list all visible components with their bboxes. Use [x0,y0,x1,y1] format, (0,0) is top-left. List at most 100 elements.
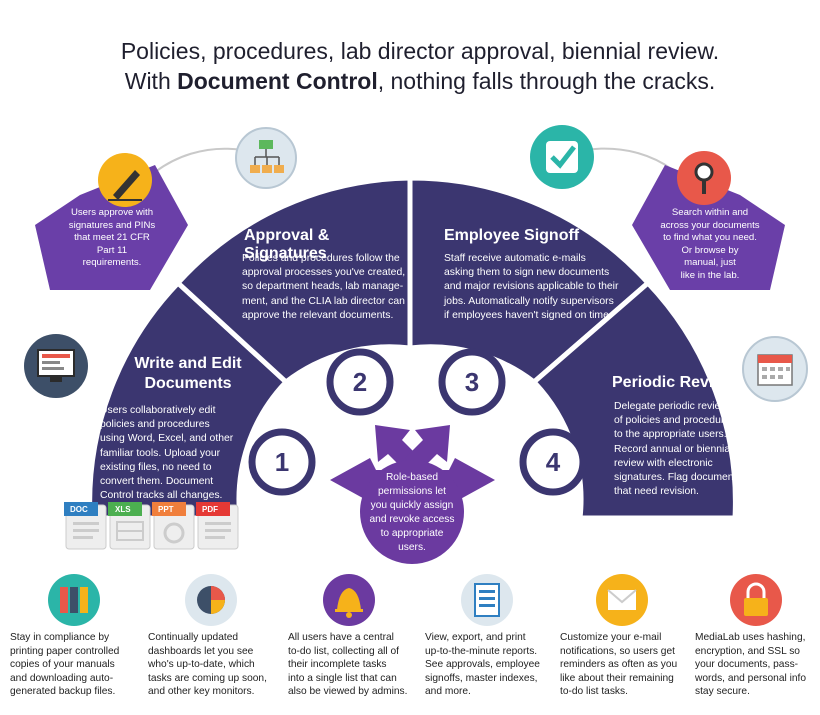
text-line: Staff receive automatic e-mails [444,253,586,264]
text-line: that need revision. [614,486,699,498]
text-line: Or browse by [681,244,739,256]
text-line: Role-based [385,472,439,483]
text-line: encryption, and SSL so [695,645,800,657]
text-line: Delegate periodic review [614,401,728,412]
text-line: reminders as often as you [560,659,678,671]
pie-chart-icon [185,574,237,626]
text-line: notifications, so users get [560,645,675,657]
segment-3-shape [407,175,652,386]
arrow-left [330,458,398,502]
text-line: and revoke access [369,514,455,525]
text-line: Customize your e-mail [560,632,662,643]
text-line: like about their remaining [560,672,674,684]
headline-line-2: With Document Control, nothing falls thr… [60,66,780,96]
text-line: so department heads, lab manage- [242,281,404,293]
text-line: ment, and the CLIA lab director can [242,295,405,307]
headline-suffix: , nothing falls through the cracks. [377,68,716,94]
arrow-right [427,458,495,502]
segment-2-shape [174,175,413,386]
center-circle [360,460,464,564]
file-icons [64,502,239,550]
doc-label: DOC [70,505,88,514]
text-line: tasks are coming up soon, [148,672,267,684]
number-circle-3 [438,348,506,416]
checkmark-icon [530,125,594,189]
text-line: printing paper controlled [10,645,120,657]
segment-2-title: Approval & Signatures [244,227,414,263]
text-line: Stay in compliance by [10,632,110,643]
text-line: MediaLab uses hashing, [695,632,806,643]
text-line: to appropriate [380,528,444,539]
flowchart-icon [235,127,297,189]
title-line: Periodic Review [612,374,735,391]
segment-1-title: Write and Edit Documents [128,354,248,394]
bell-icon [323,574,375,626]
pdf-label: PDF [202,505,218,514]
text-line: View, export, and print [425,632,526,643]
headline-product-name: Document Control [177,68,378,94]
text-line: permissions let [378,486,446,497]
text-line: Continually updated [148,632,239,643]
text-line: requirements. [82,257,142,268]
text-line: into a single list that can [288,672,397,684]
checklist-icon [461,574,513,626]
text-line: Part 11 [96,244,128,256]
text-line: across your documents [660,219,760,231]
text-line: approval processes you've created, [242,267,406,279]
text-line: convert them. Document [100,476,214,488]
text-line: review with electronic [614,457,713,469]
feature-5-text: Customize your e-mail notifications, so … [560,631,688,699]
text-line: users. [398,542,426,553]
text-line: approve the relevant documents. [242,309,394,321]
text-line: manual, just [684,257,736,268]
title-line: Documents [144,375,232,392]
left-pentagon-text: Users approve with signatures and PINs t… [42,207,182,270]
number-circle-2 [326,348,394,416]
number-circle-1 [248,428,316,496]
ppt-file-icon [152,502,195,550]
segment-1-text: Users collaboratively edit policies and … [100,404,250,503]
monitor-icon [24,334,88,398]
text-line: to the appropriate users. [614,429,727,441]
text-line: that meet 21 CFR [74,232,150,243]
pdf-file-icon [196,502,239,550]
text-line: you quickly assign [370,500,454,511]
text-line: stay secure. [695,686,750,698]
title-line: Employee Signoff [444,227,580,244]
text-line: to-do list tasks. [560,686,628,698]
number-1: 1 [274,447,290,477]
title-line: Approval & Signatures [244,227,330,262]
segment-3-text: Staff receive automatic e-mails asking t… [444,252,624,323]
text-line: Record annual or biennial [614,443,733,455]
text-line: and more. [425,686,471,698]
text-line: and downloading auto- [10,672,114,684]
text-line: Users collaboratively edit [100,405,216,416]
center-text: Role-based permissions let you quickly a… [362,471,462,555]
number-3: 3 [464,367,480,397]
text-line: policies and procedures [100,419,210,431]
text-line: words, and personal info [695,672,806,684]
ppt-label: PPT [158,505,174,514]
magnifier-icon [677,151,731,205]
text-line: your documents, pass- [695,659,799,671]
left-pentagon-shape [35,165,188,290]
text-line: signatures and PINs [68,219,156,231]
segment-4-title: Periodic Review [612,374,752,392]
title-line: Write and Edit [134,355,242,372]
calendar-icon [742,336,808,402]
pen-signature-icon [98,153,152,207]
number-4: 4 [545,447,561,477]
text-line: jobs. Automatically notify supervisors [444,295,614,307]
text-line: copies of your manuals [10,659,115,671]
feature-3-text: All users have a central to-do list, col… [288,631,416,699]
text-line: and major revisions applicable to their [444,281,619,293]
headline-line-1: Policies, procedures, lab director appro… [120,38,720,64]
text-line: like in the lab. [680,269,740,281]
binders-icon [48,574,100,626]
xls-file-icon [108,502,151,550]
text-line: Policies and procedures follow the [242,253,400,264]
text-line: if employees haven't signed on time. [444,309,612,321]
text-line: of policies and procedures [614,415,736,427]
text-line: generated backup files. [10,686,116,698]
